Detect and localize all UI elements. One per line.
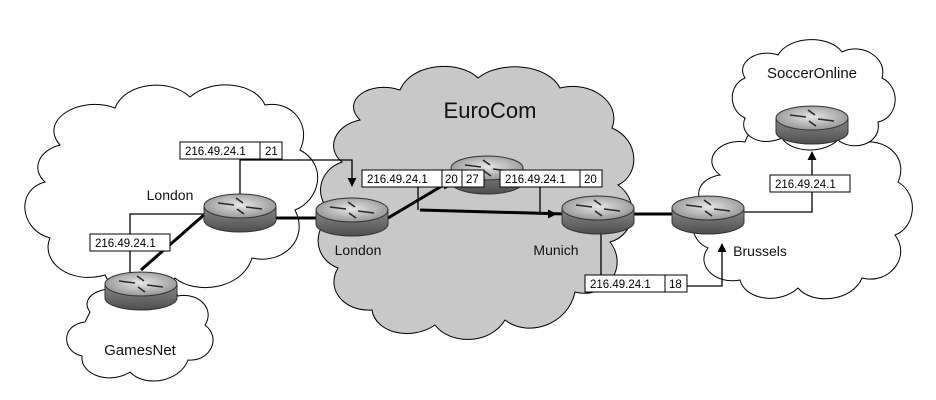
router-gamesnet <box>104 271 178 311</box>
svg-text:18: 18 <box>669 279 682 291</box>
svg-text:216.49.24.1: 216.49.24.1 <box>775 179 836 191</box>
tag-london-to-eurocom: 216.49.24.1 21 <box>179 141 283 160</box>
svg-text:216.49.24.1: 216.49.24.1 <box>505 174 566 186</box>
router-label-london-edge: London <box>147 187 194 203</box>
svg-text:216.49.24.1: 216.49.24.1 <box>185 146 246 158</box>
router-socceronline <box>775 105 849 145</box>
tag-eurocom-stacked: 216.49.24.1 20 27 <box>361 169 485 188</box>
svg-text:216.49.24.1: 216.49.24.1 <box>95 238 156 250</box>
cloud-label-eurocom: EuroCom <box>444 98 537 123</box>
svg-text:27: 27 <box>466 174 479 186</box>
cloud-label-gamesnet: GamesNet <box>104 342 177 359</box>
cloud-eurocom <box>317 65 635 340</box>
tag-munich-to-brussels: 216.49.24.1 18 <box>584 274 688 293</box>
svg-text:216.49.24.1: 216.49.24.1 <box>367 174 428 186</box>
router-london-core <box>315 197 389 237</box>
svg-text:20: 20 <box>445 174 458 186</box>
tag-brussels-to-socceronline: 216.49.24.1 <box>769 174 851 193</box>
router-label-brussels: Brussels <box>733 243 787 259</box>
cloud-socceronline <box>731 39 896 151</box>
router-brussels <box>671 195 745 235</box>
router-label-london-core: London <box>335 242 382 258</box>
svg-text:21: 21 <box>265 146 278 158</box>
router-london-edge <box>203 193 277 233</box>
router-label-munich: Munich <box>533 242 578 258</box>
physical-links <box>140 178 678 272</box>
tag-gamesnet-uplink: 216.49.24.1 <box>89 233 171 252</box>
tag-eurocom-to-munich: 216.49.24.1 20 <box>499 169 603 188</box>
router-munich <box>561 195 635 235</box>
cloud-label-socceronline: SoccerOnline <box>767 65 857 82</box>
svg-text:20: 20 <box>584 174 597 186</box>
svg-text:216.49.24.1: 216.49.24.1 <box>590 279 651 291</box>
